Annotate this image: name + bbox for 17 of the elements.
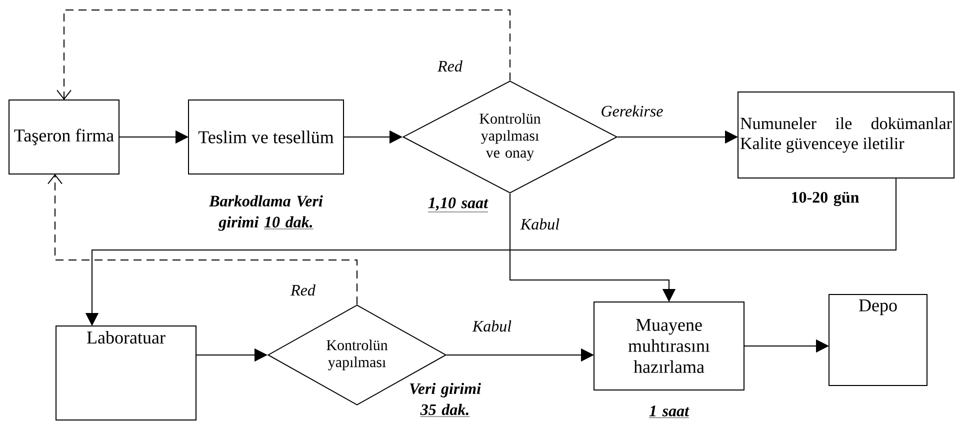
arrow <box>48 174 358 305</box>
process-box: Muayene muhtırasını hazırlama <box>594 302 744 390</box>
edge-label: Kabul <box>519 217 561 231</box>
process-box: Depo <box>828 294 928 386</box>
duration-note: Veri girimi 35 dak. <box>410 382 481 417</box>
process-box: Numuneler ile dokümanlar Kalite güvenceye iletilir <box>738 92 954 178</box>
process-box: Laboratuar <box>56 326 196 420</box>
duration-note: Barkodlama Veri girimi 10 dak. <box>208 195 323 231</box>
duration-note: 1 saat <box>648 406 690 418</box>
process-box: Taşeron firma <box>8 100 120 174</box>
edge-label: Red <box>436 59 464 73</box>
process-box: Teslim ve tesellüm <box>188 100 344 174</box>
edge-label: Kabul <box>471 319 513 333</box>
duration-note: 10-20 gün <box>792 192 859 206</box>
edge-label: Red <box>290 283 316 297</box>
arrow <box>56 10 510 100</box>
duration-note: 1,10 saat <box>428 197 488 212</box>
